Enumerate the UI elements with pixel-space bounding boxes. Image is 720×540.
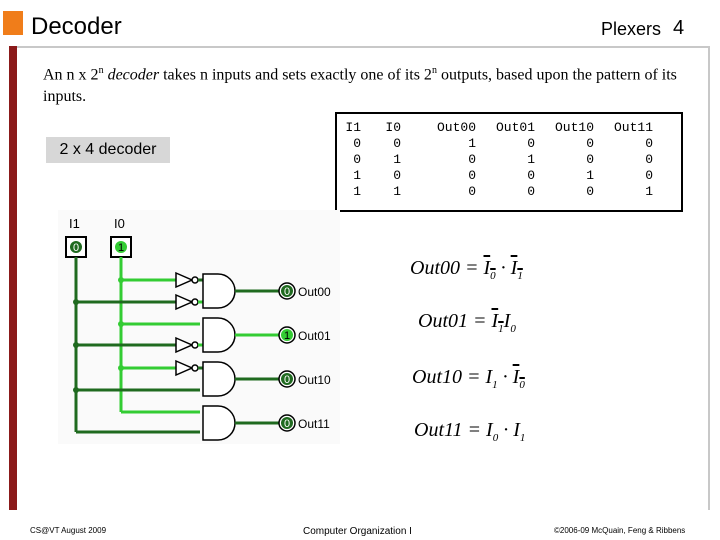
table-row: 1 0 0 0 1 0 [337, 168, 653, 184]
table-cell: 0 [527, 136, 535, 151]
table-row: 0 1 0 1 0 0 [337, 152, 653, 168]
table-cell: 0 [468, 152, 476, 167]
table-cell: 1 [527, 152, 535, 167]
footer-right: ©2006-09 McQuain, Feng & Ribbens [554, 526, 686, 535]
table-cell: 0 [645, 168, 653, 183]
table-cell: 0 [645, 152, 653, 167]
right-rule [708, 46, 710, 510]
output-value-out11: 0 [284, 418, 290, 430]
table-cell: 1 [353, 184, 361, 199]
table-cell: 0 [393, 136, 401, 151]
output-pin-out11: 0 [278, 414, 296, 432]
not-gate [175, 271, 199, 289]
output-pin-out10: 0 [278, 370, 296, 388]
page-number: 4 [673, 17, 685, 39]
output-value-out00: 0 [284, 286, 290, 298]
input-pin-i1-led [70, 241, 82, 253]
table-cell: 1 [393, 152, 401, 167]
truth-table-header: I1 I0 Out00 Out01 Out10 Out11 [337, 120, 653, 136]
decoder-label: 2 x 4 decoder [46, 137, 170, 163]
table-cell: 0 [468, 168, 476, 183]
and-gate-out11 [202, 405, 236, 441]
intro-paragraph: An n x 2n decoder takes n inputs and set… [43, 65, 677, 106]
header-cell: Out11 [613, 120, 653, 135]
input-pin-i0-led [115, 241, 127, 253]
input-label-i1: I1 [69, 216, 80, 231]
output-pin-out01: 1 [278, 326, 296, 344]
output-pin-out00: 0 [278, 282, 296, 300]
output-label-out01: Out01 [298, 329, 331, 343]
table-cell: 1 [353, 168, 361, 183]
table-cell: 1 [468, 136, 476, 151]
table-cell: 1 [586, 168, 594, 183]
output-value-out10: 0 [284, 374, 290, 386]
output-label-out10: Out10 [298, 373, 331, 387]
truth-table: I1 I0 Out00 Out01 Out10 Out11 0 0 1 0 0 … [335, 112, 683, 212]
table-row: 1 1 0 0 0 1 [337, 184, 653, 200]
title-accent-square [3, 11, 23, 35]
decoder-circuit: I1 I0 0 1 [58, 210, 340, 444]
header-cell: Out00 [436, 120, 476, 135]
table-cell: 0 [586, 136, 594, 151]
left-accent-bar [9, 46, 17, 510]
not-gate [175, 293, 199, 311]
footer-left: CS@VT August 2009 [30, 526, 107, 535]
table-cell: 1 [393, 184, 401, 199]
section-name: Plexers [601, 19, 662, 39]
table-row: 0 0 1 0 0 0 [337, 136, 653, 152]
equation-out01: Out01 = I1I0 [418, 310, 516, 335]
title-rule [9, 46, 710, 48]
table-cell: 0 [468, 184, 476, 199]
header-cell: Out10 [554, 120, 594, 135]
not-gate [175, 359, 199, 377]
table-cell: 0 [353, 136, 361, 151]
output-value-out01: 1 [284, 330, 290, 342]
header-cell: Out01 [495, 120, 535, 135]
input-value-i0: 1 [118, 242, 124, 254]
footer-center: Computer Organization I [303, 526, 412, 537]
header-cell: I1 [345, 120, 361, 135]
header-cell: I0 [385, 120, 401, 135]
equation-out10: Out10 = I1 · I0 [412, 366, 525, 391]
table-cell: 0 [393, 168, 401, 183]
equation-out00: Out00 = I0 · I1 [410, 257, 523, 282]
table-cell: 0 [586, 152, 594, 167]
and-gate-out00 [202, 273, 236, 309]
table-cell: 0 [645, 136, 653, 151]
table-cell: 0 [527, 168, 535, 183]
input-value-i1: 0 [73, 242, 79, 254]
not-gate [175, 336, 199, 354]
slide-title: Decoder [31, 13, 122, 40]
and-gate-out10 [202, 361, 236, 397]
output-label-out11: Out11 [298, 417, 330, 431]
and-gate-out01 [202, 317, 236, 353]
output-label-out00: Out00 [298, 285, 331, 299]
input-label-i0: I0 [114, 216, 125, 231]
table-cell: 0 [527, 184, 535, 199]
table-cell: 1 [645, 184, 653, 199]
table-cell: 0 [586, 184, 594, 199]
equation-out11: Out11 = I0 · I1 [414, 419, 526, 444]
table-cell: 0 [353, 152, 361, 167]
